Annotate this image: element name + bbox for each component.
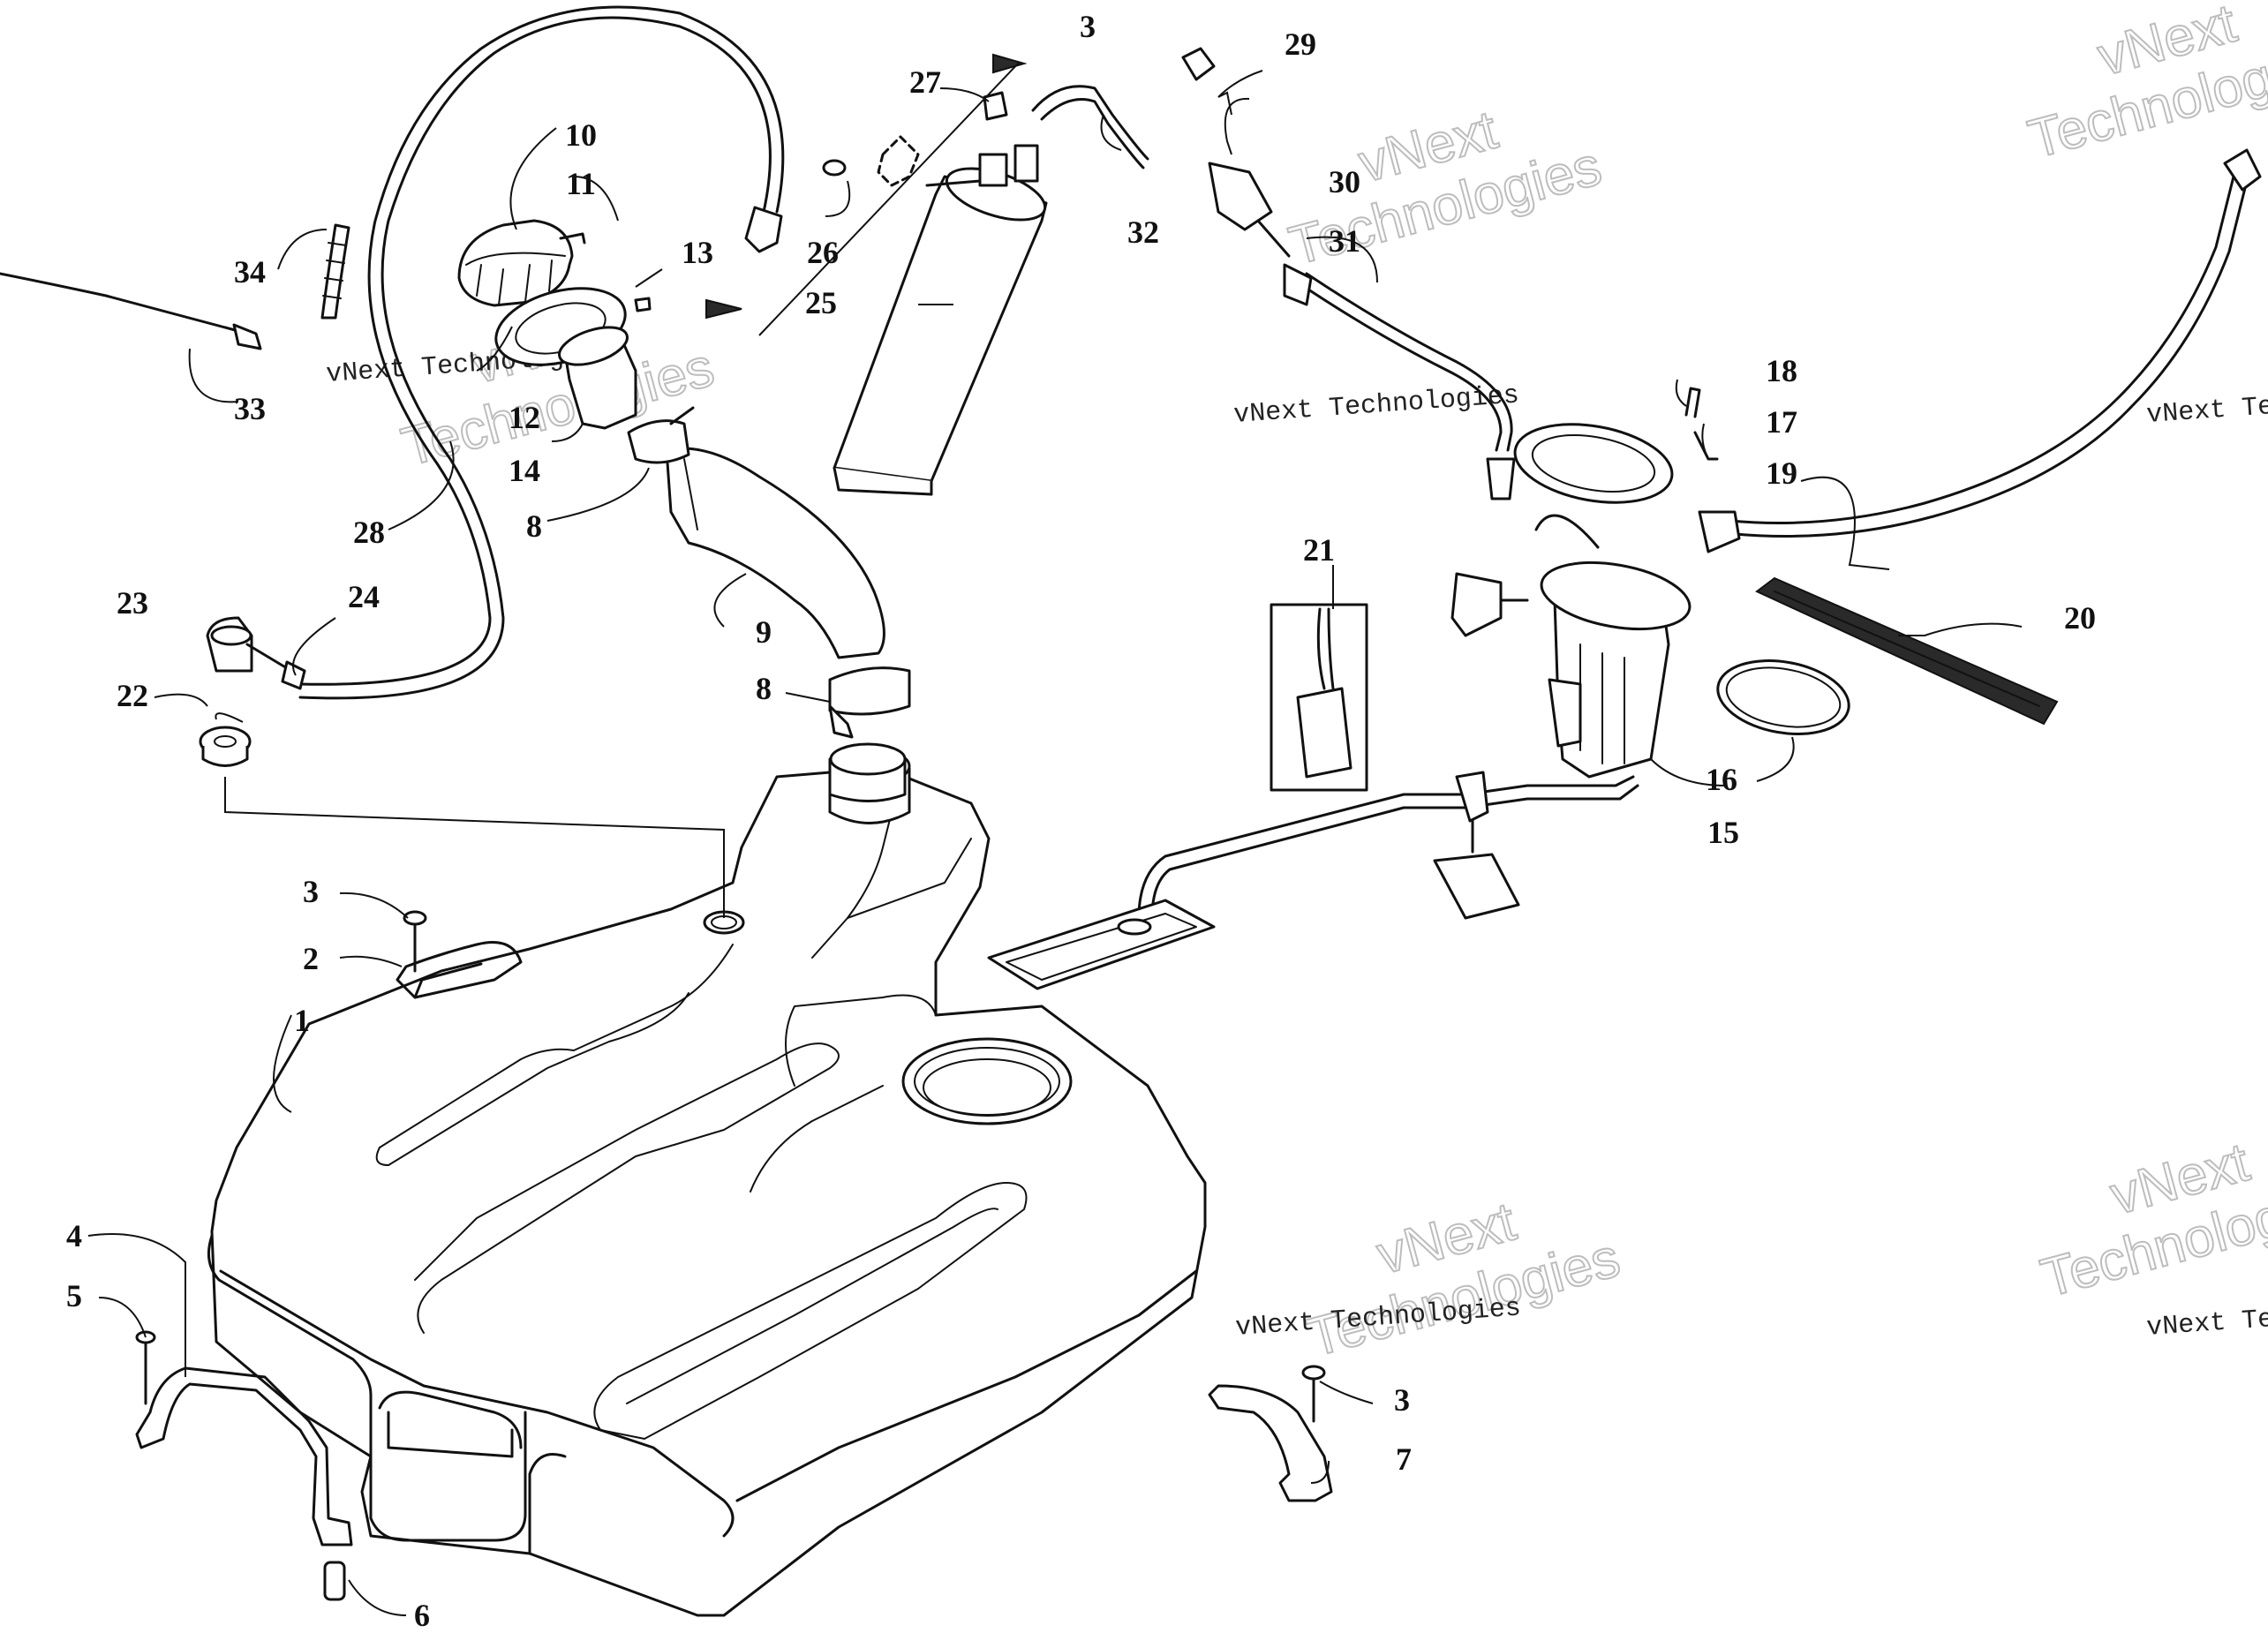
callout-31: 31 bbox=[1329, 223, 1360, 259]
side-strap-right bbox=[1208, 1384, 1333, 1502]
bolt bbox=[1301, 1365, 1326, 1423]
leader-lines bbox=[87, 70, 2023, 1616]
pump-bolt bbox=[1684, 387, 1719, 461]
return-hose bbox=[1698, 148, 2262, 553]
pump-outlet-line bbox=[1137, 771, 1639, 920]
check-valve bbox=[206, 616, 293, 673]
callout-20: 20 bbox=[2064, 600, 2096, 636]
callout-16: 16 bbox=[1706, 762, 1737, 797]
fuel-line-lower bbox=[1283, 263, 1516, 500]
grommet bbox=[199, 726, 252, 767]
bolt bbox=[135, 1330, 156, 1405]
callout-23: 23 bbox=[117, 585, 148, 621]
side-strap-left bbox=[396, 941, 523, 999]
callout-1: 1 bbox=[294, 1003, 310, 1038]
pump-seal-ring bbox=[1716, 659, 1850, 735]
callout-8: 8 bbox=[526, 508, 542, 544]
callout-32: 32 bbox=[1127, 214, 1159, 250]
callout-11: 11 bbox=[566, 166, 596, 201]
callout-26: 26 bbox=[807, 235, 839, 270]
fuel-tank bbox=[207, 747, 1207, 1617]
pump-gasket bbox=[1513, 423, 1674, 504]
callout-3: 3 bbox=[1394, 1382, 1410, 1418]
callout-22: 22 bbox=[117, 678, 148, 713]
filler-hose bbox=[665, 447, 885, 659]
small-clip bbox=[634, 297, 652, 312]
callout-14: 14 bbox=[509, 453, 540, 488]
callout-6: 6 bbox=[414, 1598, 430, 1633]
watermark-text: vNext Technologies bbox=[2145, 380, 2268, 431]
callout-4: 4 bbox=[66, 1218, 82, 1253]
callout-30: 30 bbox=[1329, 164, 1360, 199]
callout-33: 33 bbox=[234, 391, 266, 426]
fuel-cap bbox=[457, 219, 574, 307]
callout-labels: 1 2 3 3 3 4 5 6 7 8 8 9 10 11 12 13 14 1… bbox=[66, 9, 2096, 1633]
fuel-filter bbox=[833, 144, 1048, 496]
callout-2: 2 bbox=[303, 941, 319, 976]
callout-5: 5 bbox=[66, 1278, 82, 1313]
callout-8: 8 bbox=[756, 671, 772, 706]
callout-25: 25 bbox=[805, 285, 837, 320]
screw bbox=[559, 232, 586, 245]
direction-arrow bbox=[705, 53, 1028, 336]
quick-connect-fitting bbox=[1181, 47, 1216, 81]
bolt bbox=[403, 910, 427, 973]
callout-12: 12 bbox=[509, 400, 540, 435]
fuel-line-upper bbox=[1031, 85, 1149, 169]
callout-9: 9 bbox=[756, 614, 772, 650]
watermark-text: vNext Technologies bbox=[2145, 1293, 2268, 1343]
fuel-pump bbox=[1450, 514, 1692, 779]
callout-24: 24 bbox=[348, 579, 380, 614]
vent-hose bbox=[298, 5, 785, 700]
pressure-regulator bbox=[1208, 162, 1291, 258]
callout-3: 3 bbox=[1080, 9, 1096, 44]
filter-clip bbox=[983, 91, 1008, 121]
callout-10: 10 bbox=[565, 117, 597, 153]
callout-13: 13 bbox=[682, 235, 713, 270]
wiring-harness-box bbox=[1270, 603, 1368, 792]
callout-3: 3 bbox=[303, 874, 319, 909]
callout-7: 7 bbox=[1396, 1441, 1412, 1477]
callout-15: 15 bbox=[1707, 815, 1739, 850]
callout-27: 27 bbox=[909, 64, 941, 100]
callout-21: 21 bbox=[1303, 532, 1335, 568]
fuel-pickup bbox=[987, 899, 1216, 990]
callout-34: 34 bbox=[234, 254, 266, 290]
bushing bbox=[323, 1561, 346, 1601]
hose-clamp bbox=[627, 406, 911, 739]
hose-fitting bbox=[281, 660, 306, 690]
callout-19: 19 bbox=[1766, 455, 1797, 491]
drain-cable bbox=[0, 272, 262, 350]
conduit bbox=[320, 223, 350, 320]
rear-strap bbox=[135, 1366, 353, 1546]
callout-28: 28 bbox=[353, 515, 385, 550]
callout-29: 29 bbox=[1285, 26, 1316, 62]
filler-neck-spout bbox=[828, 742, 907, 802]
callout-17: 17 bbox=[1766, 404, 1797, 440]
callout-18: 18 bbox=[1766, 353, 1797, 388]
corrugated-sleeve bbox=[1755, 576, 2059, 726]
filler-neck bbox=[558, 326, 637, 430]
